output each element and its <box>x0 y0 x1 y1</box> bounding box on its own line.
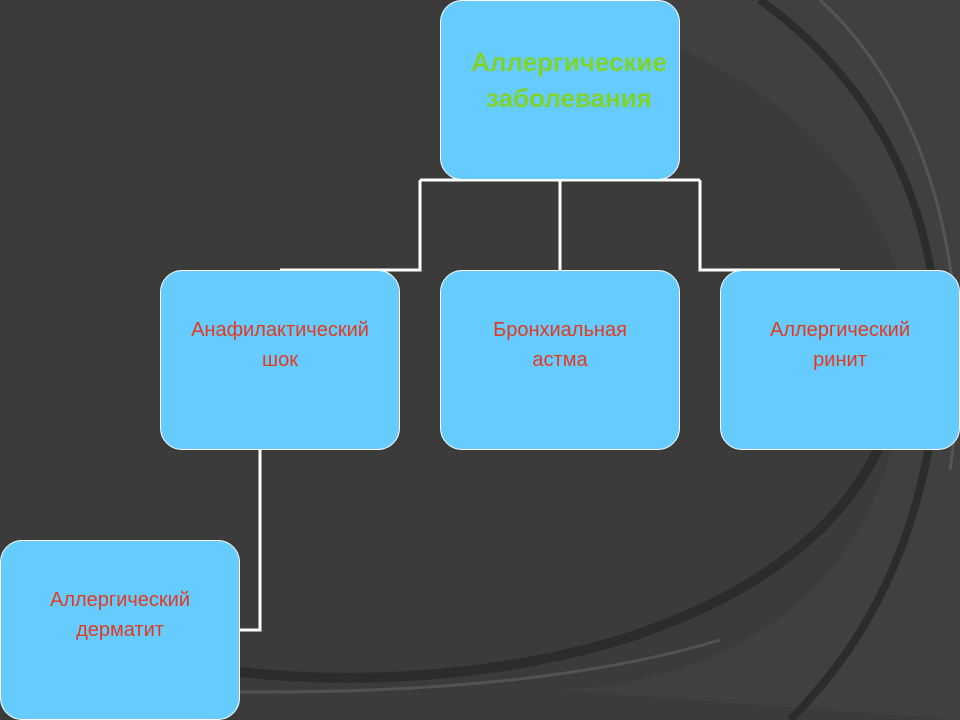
node-allergic-rhinitis: Аллергический ринит <box>720 270 960 450</box>
node-bronchial-asthma-label: Бронхиальная астма <box>493 319 627 371</box>
root-node-allergic-diseases: Аллергические заболевания <box>440 0 680 180</box>
node-anaphylactic-shock-label: Анафилактический шок <box>191 319 369 371</box>
node-bronchial-asthma: Бронхиальная астма <box>440 270 680 450</box>
node-anaphylactic-shock: Анафилактический шок <box>160 270 400 450</box>
node-allergic-rhinitis-label: Аллергический ринит <box>769 319 911 371</box>
node-allergic-dermatitis-label: Аллергический дерматит <box>49 589 191 641</box>
root-node-label: Аллергические заболевания <box>471 47 667 113</box>
node-allergic-dermatitis: Аллергический дерматит <box>0 540 240 720</box>
